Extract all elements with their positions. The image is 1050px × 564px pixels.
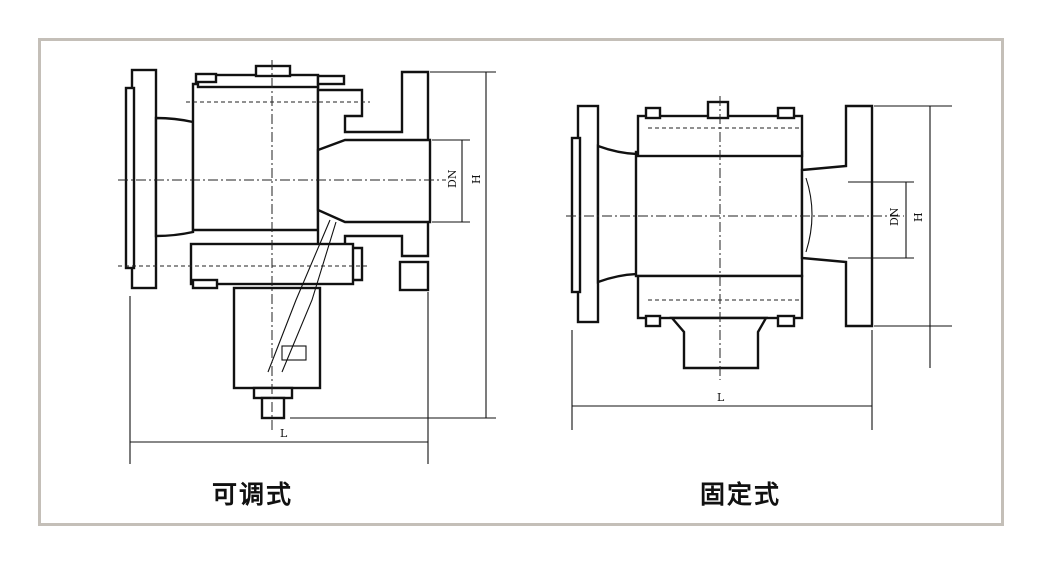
fixed-bottom-cap xyxy=(669,316,769,370)
fixed-top-bolt-1 xyxy=(644,106,662,120)
fixed-valve-drawing: L DN H xyxy=(566,96,952,430)
adjustable-bottom-bonnet xyxy=(232,286,322,390)
fixed-top-bolt-2 xyxy=(706,100,730,120)
adjustable-outlet-port xyxy=(316,138,432,224)
fixed-dim-h-label: H xyxy=(912,212,925,222)
fixed-dim-l-label: L xyxy=(717,391,725,404)
adjustable-dim-l-label: L xyxy=(280,427,288,440)
fixed-dim-dn-label: DN xyxy=(888,207,901,226)
adjustable-top-bolt-left xyxy=(194,72,218,84)
adjustable-valve-drawing: L DN H xyxy=(118,60,496,464)
fixed-inlet-neck xyxy=(596,144,642,284)
adjustable-main-chamber xyxy=(191,82,320,232)
caption-fixed-type: 固定式 xyxy=(700,480,782,509)
adjustable-dim-h-label: H xyxy=(470,174,483,184)
fixed-outlet-curve xyxy=(805,177,813,253)
fixed-bottom-bolt-1 xyxy=(644,314,662,328)
adjustable-inlet-neck xyxy=(154,116,195,238)
adjustable-lower-bolt xyxy=(191,278,219,290)
adjustable-dim-dn-label: DN xyxy=(446,169,459,188)
adjustable-adjust-nut xyxy=(252,386,294,400)
fixed-bottom-bolt-2 xyxy=(776,314,796,328)
adjustable-inlet-flange-face xyxy=(124,86,136,270)
adjustable-stem-lines xyxy=(267,219,337,373)
adjustable-top-boss xyxy=(254,64,292,78)
adjustable-adjust-screw xyxy=(260,396,286,420)
adjustable-lock-nut xyxy=(281,345,307,361)
caption-adjustable-type: 可调式 xyxy=(212,480,294,509)
fixed-main-body xyxy=(634,150,804,278)
adjustable-inlet-flange xyxy=(130,68,158,290)
fixed-inlet-flange-face xyxy=(570,136,582,294)
fixed-top-bolt-3 xyxy=(776,106,796,120)
adjustable-top-bolt-right xyxy=(316,74,346,86)
adjustable-outlet-foot xyxy=(398,260,430,292)
